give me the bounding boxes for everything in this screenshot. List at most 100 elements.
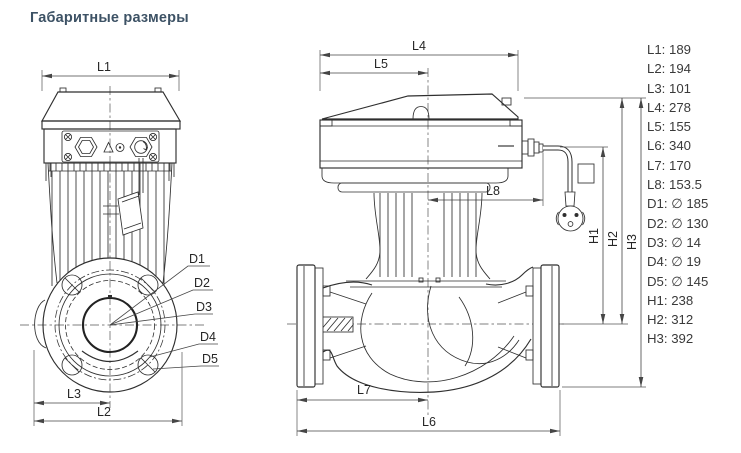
- dim-label-l4: L4: [412, 39, 426, 53]
- small-port-icon: [115, 143, 125, 152]
- legend-item-label: D3: [647, 234, 664, 250]
- dim-label-l7: L7: [357, 383, 371, 397]
- legend-item: L4: 278: [647, 98, 708, 117]
- legend-item: H3: 392: [647, 329, 708, 348]
- legend-item-value: 189: [669, 42, 692, 57]
- legend-separator: :: [661, 61, 669, 77]
- legend-item-value: 153.5: [669, 177, 703, 193]
- bolt-circle: [54, 269, 166, 381]
- legend-item: H2: 312: [647, 310, 708, 329]
- side-dimensions: L4 L5 L8 L7 L6: [296, 39, 561, 436]
- cable-gland-right-icon: [129, 137, 153, 157]
- legend-item-label: L3: [647, 80, 662, 96]
- legend-separator: :: [663, 254, 672, 270]
- dim-label-d2: D2: [194, 276, 210, 290]
- dim-label-d5: D5: [202, 352, 218, 366]
- motor-fins-front: [47, 162, 173, 286]
- legend-separator: :: [661, 80, 669, 96]
- screw-icons: [63, 132, 158, 162]
- volute-bulge: [34, 299, 47, 349]
- legend-separator: :: [661, 42, 669, 57]
- flange-front: [34, 257, 178, 393]
- legend-item-label: L4: [647, 99, 662, 115]
- legend-item-label: L7: [647, 157, 662, 173]
- lid-handle: [412, 106, 430, 120]
- legend-item-label: L1: [647, 42, 662, 57]
- legend-item-value: ∅ 14: [671, 234, 702, 250]
- terminal-box-side: [319, 93, 523, 193]
- legend-item: L2: 194: [647, 59, 708, 78]
- legend-separator: :: [663, 215, 672, 231]
- terminal-box-front: [41, 87, 182, 181]
- dim-label-l1: L1: [97, 60, 111, 74]
- cable-gland-left-icon: [74, 137, 98, 157]
- legend-item-label: D4: [647, 254, 664, 270]
- legend-item-label: H1: [647, 292, 664, 308]
- dim-label-d4: D4: [200, 330, 216, 344]
- dim-label-h3: H3: [625, 234, 639, 250]
- legend-separator: :: [661, 119, 669, 135]
- dim-label-h2: H2: [606, 231, 620, 247]
- legend-item-label: L8: [647, 177, 662, 193]
- legend-item: D3: ∅ 14: [647, 233, 708, 252]
- legend-item-value: 194: [669, 61, 692, 77]
- legend-item-value: 278: [669, 99, 692, 115]
- legend-item-value: 392: [671, 331, 694, 347]
- legend-item-label: H3: [647, 331, 664, 347]
- power-cable-assembly: [521, 138, 595, 232]
- legend-item-value: 155: [669, 119, 692, 135]
- legend-separator: :: [661, 99, 669, 115]
- legend-item-value: 170: [669, 157, 692, 173]
- dim-label-l3: L3: [67, 387, 81, 401]
- mounting-pegs: [45, 163, 175, 181]
- front-view: D1 D2 D3 D4 D5 L1 L3 L2: [20, 60, 219, 426]
- legend-item: L8: 153.5: [647, 175, 708, 194]
- cable-clip: [577, 163, 595, 184]
- diameter-leaders: D1 D2 D3 D4 D5: [109, 252, 219, 370]
- legend-item-value: ∅ 145: [671, 273, 709, 289]
- height-dimensions: H1 H2 H3: [524, 97, 646, 388]
- legend-item: L1: 189: [647, 40, 708, 59]
- legend-separator: :: [663, 273, 672, 289]
- dim-label-l2: L2: [97, 405, 111, 419]
- legend-item: D4: ∅ 19: [647, 252, 708, 271]
- dim-label-l5: L5: [374, 57, 388, 71]
- dim-label-d1: D1: [189, 252, 205, 266]
- legend-item-label: D1: [647, 196, 664, 212]
- legend-item: D5: ∅ 145: [647, 272, 708, 291]
- bolt-holes: [61, 274, 159, 376]
- legend-item-value: 312: [671, 312, 694, 328]
- legend-item-value: ∅ 19: [671, 254, 702, 270]
- sensor-connector: [103, 158, 144, 236]
- legend-separator: :: [663, 196, 672, 212]
- legend-item: D2: ∅ 130: [647, 214, 708, 233]
- side-view: L4 L5 L8 L7 L6 H1 H2 H3: [287, 39, 646, 436]
- legend-item-label: L2: [647, 61, 662, 77]
- legend-separator: :: [663, 312, 672, 328]
- warning-triangle-icon: [103, 141, 114, 153]
- dim-label-h1: H1: [587, 228, 601, 244]
- legend-item: L3: 101: [647, 79, 708, 98]
- page-title: Габаритные размеры: [30, 10, 189, 26]
- legend-item: L7: 170: [647, 156, 708, 175]
- front-dimensions: L1 L3 L2: [33, 60, 183, 426]
- schuko-plug-icon: [555, 191, 586, 232]
- cable-gland-side-icon: [521, 138, 544, 157]
- pump-casing-side: [296, 264, 560, 393]
- legend-item: D1: ∅ 185: [647, 194, 708, 213]
- suction-flange: [296, 264, 331, 388]
- legend-separator: :: [661, 177, 669, 193]
- legend-item: H1: 238: [647, 291, 708, 310]
- legend-item-value: ∅ 130: [671, 215, 709, 231]
- legend-separator: :: [661, 157, 669, 173]
- dim-label-l6: L6: [422, 415, 436, 429]
- legend-item-value: 101: [669, 80, 692, 96]
- legend-separator: :: [663, 331, 672, 347]
- legend-item: L5: 155: [647, 117, 708, 136]
- legend-item: L6: 340: [647, 136, 708, 155]
- legend-item-value: 238: [671, 292, 694, 308]
- motor-fins-side: [346, 192, 506, 288]
- dim-label-l8: L8: [486, 184, 500, 198]
